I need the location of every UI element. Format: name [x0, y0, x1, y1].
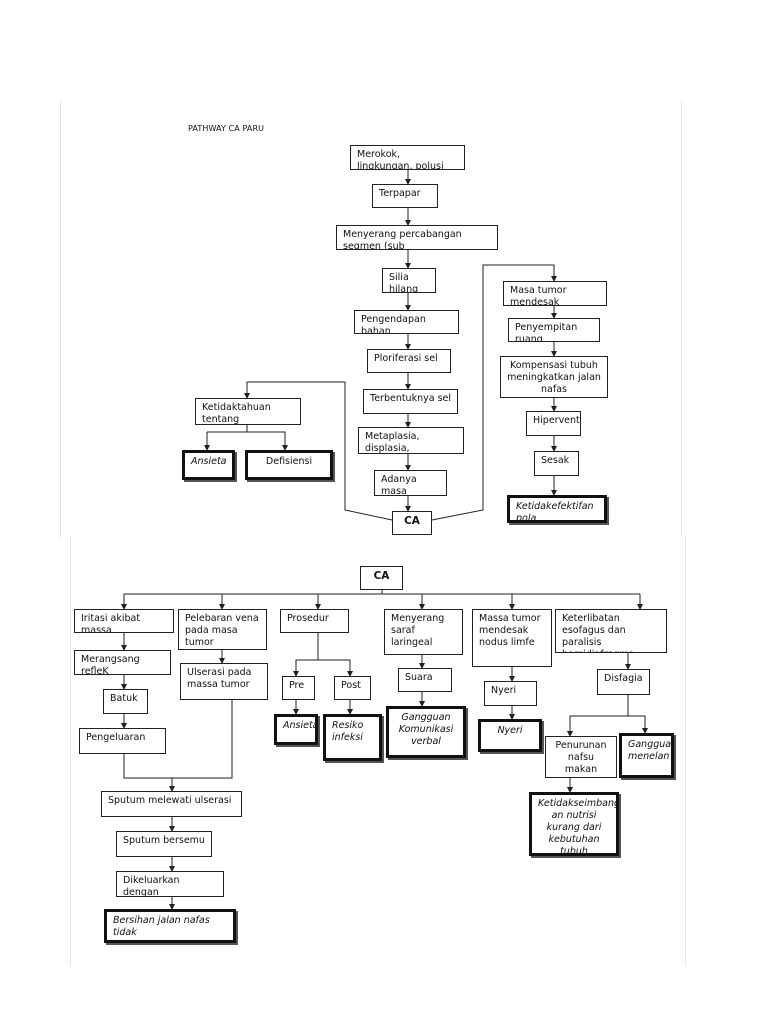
node-post: Post — [334, 676, 371, 700]
pathway-title: PATHWAY CA PARU — [188, 124, 265, 133]
node-nyeri-diagnosis: Nyeri — [478, 719, 542, 752]
node-ketidaktahuan: Ketidaktahuan tentang — [195, 398, 301, 425]
node-sesak: Sesak — [534, 451, 579, 476]
node-hiperventila: Hiperventila — [526, 411, 581, 436]
node-pengendapan: Pengendapan bahan — [354, 310, 459, 334]
node-dikeluarkan: Dikeluarkan dengan — [116, 871, 224, 897]
node-ansieta-bottom: Ansieta — [274, 714, 318, 745]
node-terbentuknya: Terbentuknya sel — [363, 389, 458, 414]
node-ketidakefektifan: Ketidakefektifan pola — [507, 495, 607, 523]
node-ulserasi: Ulserasi pada massa tumor — [180, 663, 268, 700]
node-pre: Pre — [282, 676, 315, 700]
node-prosedur: Prosedur — [280, 609, 349, 633]
node-disfagia: Disfagia — [597, 669, 650, 695]
node-gangguan-menelan: Gangguan menelan — [619, 733, 674, 778]
node-menyerang-percabangan: Menyerang percabangan segmen (sub — [336, 225, 498, 250]
node-iritasi: Iritasi akibat massa — [74, 609, 174, 633]
node-ca-bottom: CA — [360, 566, 403, 590]
node-penyempitan: Penyempitan ruang — [508, 318, 600, 342]
node-kompensasi: Kompensasi tubuh meningkatkan jalan nafa… — [500, 356, 608, 398]
node-resiko-infeksi: Resiko infeksi — [323, 714, 382, 761]
node-bersihan: Bersihan jalan nafas tidak — [104, 909, 236, 943]
node-terpapar: Terpapar — [372, 184, 438, 208]
node-ploriferasi: Ploriferasi sel — [367, 349, 451, 373]
node-masa-tumor-mendesak: Masa tumor mendesak — [503, 281, 607, 306]
node-metaplasia: Metaplasia, displasia, — [358, 427, 464, 454]
node-keterlibatan: Keterlibatan esofagus dan paralisis hemi… — [555, 609, 667, 653]
node-ansieta-top: Ansieta — [182, 450, 235, 480]
node-merokok: Merokok, lingkungan, polusi — [350, 145, 465, 170]
node-ketidakseimbangan: Ketidakseimbang an nutrisi kurang dari k… — [529, 792, 619, 856]
node-sputum-ulserasi: Sputum melewati ulserasi — [101, 791, 242, 817]
node-merangsang: Merangsang refleK — [74, 650, 171, 675]
node-silia-hilang: Silia hilang — [382, 268, 436, 293]
node-adanya-masa: Adanya masa — [374, 470, 447, 496]
node-suara: Suara — [398, 668, 452, 692]
node-penurunan: Penurunan nafsu makan — [545, 736, 617, 778]
node-pengeluaran: Pengeluaran — [79, 728, 166, 754]
node-ca-top: CA — [392, 511, 432, 535]
node-massa-nodus: Massa tumor mendesak nodus limfe — [472, 609, 552, 667]
node-defisiensi: Defisiensi — [245, 450, 333, 480]
node-menyerang-saraf: Menyerang saraf laringeal — [384, 609, 463, 655]
node-batuk: Batuk — [103, 689, 148, 714]
node-pelebaran: Pelebaran vena pada masa tumor — [178, 609, 267, 650]
node-gangguan-komunikasi: Gangguan Komunikasi verbal — [386, 706, 466, 758]
node-nyeri: Nyeri — [484, 681, 537, 706]
node-sputum-bersemu: Sputum bersemu — [116, 831, 212, 857]
